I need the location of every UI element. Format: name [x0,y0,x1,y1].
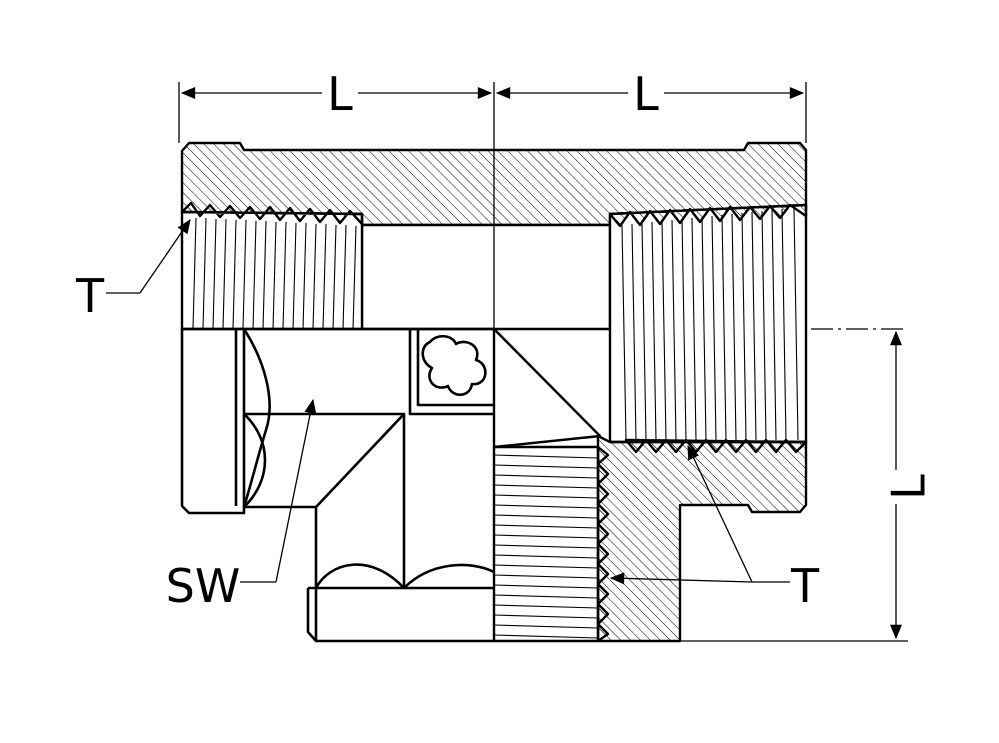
thread-bottom [492,445,610,643]
leader-wrench-size [240,398,317,583]
dimension-label-top-right: L [633,67,659,121]
body-exterior-left [180,327,495,643]
thread-right [608,203,808,444]
thread-label-right: T [790,559,820,613]
thread-label-left: T [75,269,105,323]
leader-thread-left [106,219,191,294]
dimension-label-top-left: L [327,67,353,121]
dimension-top-left [178,82,495,143]
dimension-label-right: L [882,474,936,500]
thread-left [180,201,364,331]
leader-thread-right [609,444,790,585]
body-section-right [596,434,808,643]
wrench-size-label: SW [166,559,241,613]
dimension-right [496,328,908,642]
dimension-top-right [495,82,807,143]
drill-cone [492,327,602,449]
